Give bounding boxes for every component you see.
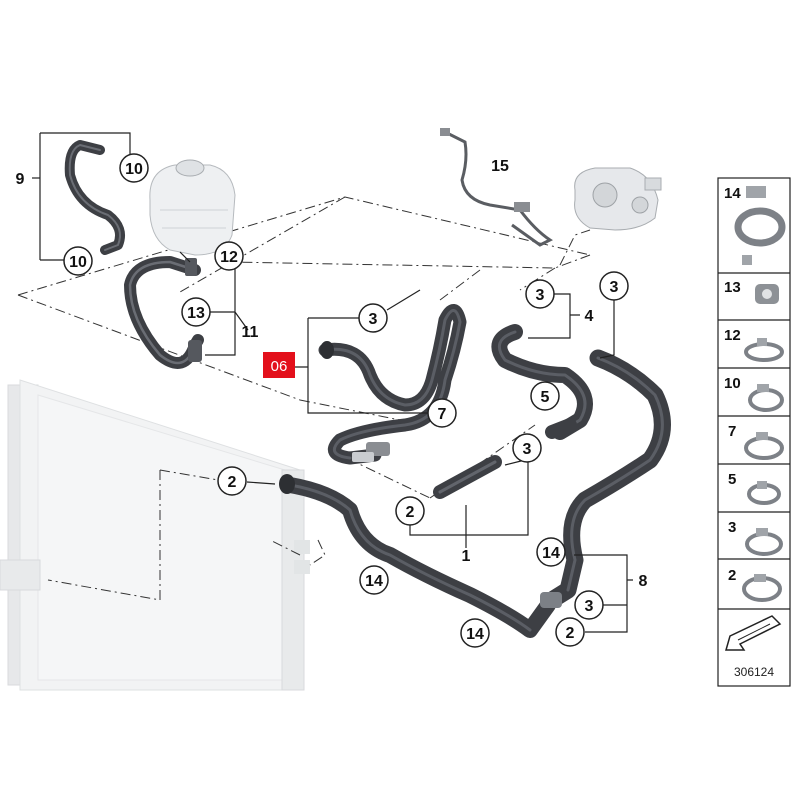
callout-14-c[interactable]: 14 [460, 618, 490, 648]
label-15: 15 [491, 158, 509, 175]
svg-text:13: 13 [724, 279, 741, 296]
hose-connectors [185, 258, 562, 608]
callout-3-far[interactable]: 3 [599, 271, 629, 301]
svg-text:5: 5 [728, 471, 736, 488]
legend-item-14[interactable]: 14 [724, 185, 786, 265]
callout-3-center[interactable]: 3 [512, 433, 542, 463]
legend-item-3[interactable]: 3 [728, 519, 783, 556]
legend-item-12[interactable]: 12 [724, 327, 784, 362]
thermostat-housing [574, 167, 662, 231]
label-11: 11 [242, 324, 259, 341]
label-8: 8 [639, 573, 648, 590]
svg-text:3: 3 [536, 287, 545, 304]
radiator [0, 379, 310, 691]
direction-arrow-icon [725, 615, 782, 651]
svg-text:3: 3 [585, 598, 594, 615]
svg-text:13: 13 [187, 305, 205, 322]
svg-text:12: 12 [220, 249, 238, 266]
callout-14-a[interactable]: 14 [359, 565, 389, 595]
highlight-label-text: 06 [271, 358, 288, 375]
expansion-tank [149, 159, 236, 256]
callout-3-low[interactable]: 3 [574, 590, 604, 620]
callout-2-low[interactable]: 2 [555, 617, 585, 647]
label-9: 9 [16, 171, 25, 188]
legend-item-13[interactable]: 13 [724, 279, 779, 304]
hose-06 [318, 304, 467, 465]
svg-text:7: 7 [728, 423, 736, 440]
svg-text:10: 10 [69, 254, 87, 271]
svg-text:2: 2 [728, 567, 736, 584]
highlight-label[interactable]: 06 [263, 352, 295, 378]
svg-text:2: 2 [228, 474, 237, 491]
plain-labels: 9 11 15 4 1 8 [16, 158, 648, 590]
legend-item-5[interactable]: 5 [728, 471, 781, 505]
label-4: 4 [585, 308, 594, 325]
callout-10-top[interactable]: 10 [119, 153, 149, 183]
hose-9 [64, 140, 125, 255]
callout-2-left[interactable]: 2 [217, 466, 247, 496]
svg-text:12: 12 [724, 327, 741, 344]
svg-text:14: 14 [466, 626, 484, 643]
svg-text:7: 7 [438, 406, 447, 423]
callout-12[interactable]: 12 [214, 241, 244, 271]
svg-text:14: 14 [724, 185, 741, 202]
callout-5[interactable]: 5 [530, 381, 560, 411]
svg-text:3: 3 [523, 441, 532, 458]
svg-text:2: 2 [406, 504, 415, 521]
svg-text:3: 3 [610, 279, 619, 296]
svg-text:5: 5 [541, 389, 550, 406]
callout-10-low[interactable]: 10 [63, 246, 93, 276]
callout-3-r1[interactable]: 3 [525, 279, 555, 309]
callout-13[interactable]: 13 [181, 297, 211, 327]
hose-stub [545, 418, 577, 439]
parts-legend: 14 13 12 10 7 5 [717, 177, 791, 687]
label-1: 1 [462, 548, 471, 565]
sensor-wire [440, 128, 553, 247]
callout-7[interactable]: 7 [427, 398, 457, 428]
hoses [64, 140, 671, 638]
svg-text:10: 10 [125, 161, 143, 178]
svg-text:2: 2 [566, 625, 575, 642]
svg-text:3: 3 [369, 311, 378, 328]
callout-14-b[interactable]: 14 [536, 537, 566, 567]
legend-item-10[interactable]: 10 [724, 375, 784, 412]
callout-3-mid[interactable]: 3 [358, 303, 388, 333]
svg-text:14: 14 [542, 545, 560, 562]
reference-number: 306124 [734, 665, 774, 679]
callout-2-center[interactable]: 2 [395, 496, 425, 526]
svg-text:10: 10 [724, 375, 741, 392]
legend-item-2[interactable]: 2 [728, 567, 782, 602]
callouts: 10 10 12 13 3 7 3 5 [63, 153, 629, 648]
hose-8 [543, 349, 671, 609]
svg-text:3: 3 [728, 519, 736, 536]
legend-item-7[interactable]: 7 [728, 423, 784, 460]
svg-text:14: 14 [365, 573, 383, 590]
